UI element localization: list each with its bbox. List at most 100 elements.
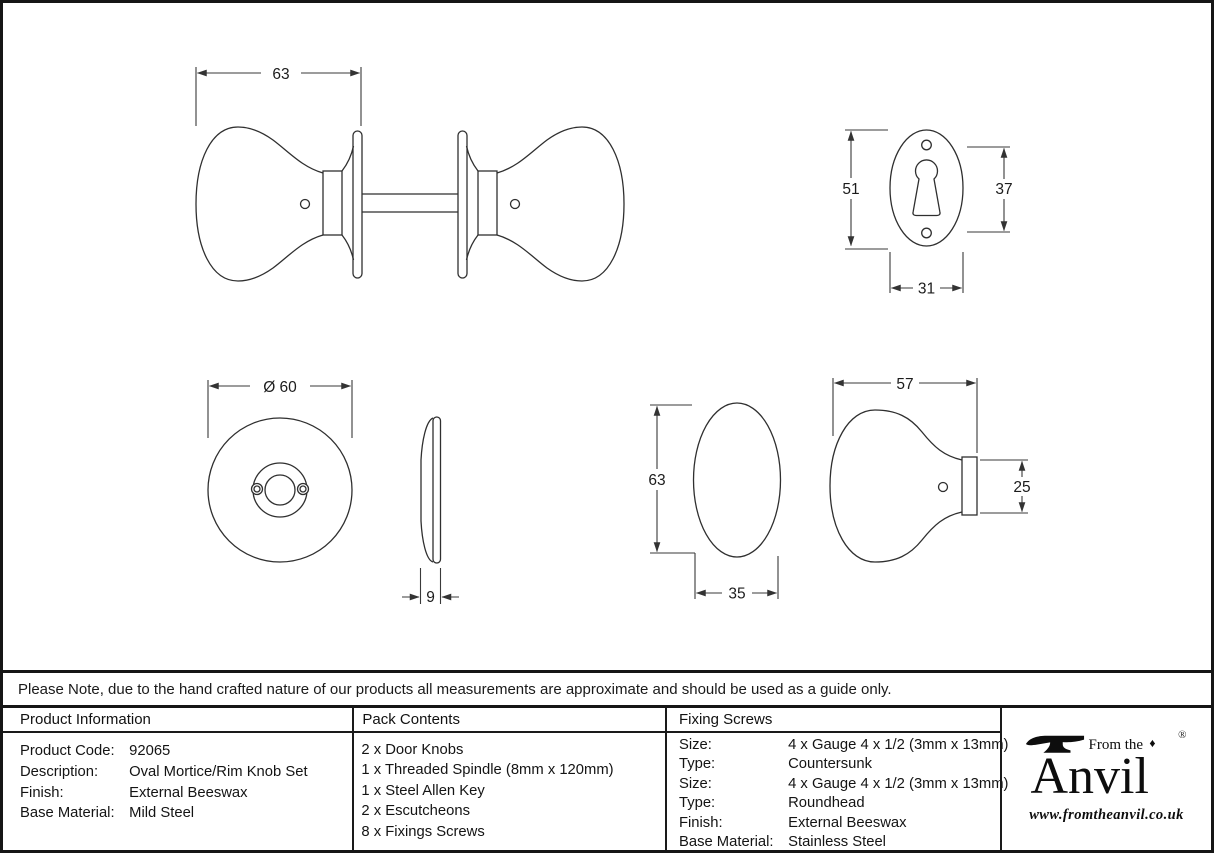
fixing-screws-cell: Fixing Screws Size: 4 x Gauge 4 x 1/2 (3… xyxy=(664,708,1009,851)
drawing-knob-pair-side-view xyxy=(195,126,625,282)
right-rose-plate xyxy=(457,130,468,279)
list-item: 2 x Door Knobs xyxy=(361,742,464,758)
product-information-header: Product Information xyxy=(3,708,353,733)
finish-value: External Beeswax xyxy=(129,784,248,801)
diamond-icon: ♦ xyxy=(1149,736,1156,750)
rose-left-screw-hole xyxy=(253,485,261,493)
rose-right-screw-hole xyxy=(299,485,307,493)
technical-drawings: 63 51 37 31 xyxy=(195,63,1034,606)
measurement-note-bar: Please Note, due to the hand crafted nat… xyxy=(3,670,1211,708)
brand-prefix: From the xyxy=(1088,737,1144,753)
table-row: Base Material: Mild Steel xyxy=(20,803,352,824)
anvil-icon xyxy=(1026,735,1085,753)
dim-label-knob-face-width: 35 xyxy=(728,586,745,603)
list-item: 8 x Fixings Screws xyxy=(361,823,485,840)
screw-type-2-value: Roundhead xyxy=(788,795,865,812)
drawing-rose-profile xyxy=(420,416,442,564)
dim-label-knob-pair-width: 63 xyxy=(272,66,289,83)
table-row: Size: 4 x Gauge 4 x 1/2 (3mm x 13mm) xyxy=(679,775,1009,794)
list-item: 1 x Steel Allen Key xyxy=(361,782,485,799)
escutcheon-top-screw-hole xyxy=(921,139,932,151)
base-material-value: Mild Steel xyxy=(129,805,195,822)
table-row: Type: Roundhead xyxy=(679,794,1000,813)
fixing-screws-header: Fixing Screws xyxy=(666,708,1000,733)
escutcheon-bottom-screw-hole xyxy=(921,227,932,239)
keyhole xyxy=(912,159,941,217)
list-item: 2 x Escutcheons xyxy=(361,803,470,820)
knob-side-collar xyxy=(961,456,978,516)
description-value: Oval Mortice/Rim Knob Set xyxy=(129,763,308,780)
right-knob-outline xyxy=(496,126,625,282)
table-row: Type: Countersunk xyxy=(679,755,1000,774)
rose-outer-circle xyxy=(207,417,353,563)
right-knob-collar xyxy=(477,170,498,236)
drawing-knob-face xyxy=(692,402,782,558)
escutcheon-oval xyxy=(889,129,964,247)
brand-website: www.fromtheanvil.co.uk xyxy=(1029,807,1184,823)
table-row: Description: Oval Mortice/Rim Knob Set xyxy=(20,762,352,783)
drawing-knob-side xyxy=(829,409,978,563)
product-code-label: Product Code: xyxy=(20,743,115,759)
rose-profile-curve xyxy=(420,417,434,563)
dim-label-rose-diameter: Ø 60 xyxy=(263,379,297,396)
screw-finish-label: Finish: xyxy=(678,814,723,831)
table-row: Base Material: Stainless Steel xyxy=(678,833,1000,851)
product-code-value: 92065 xyxy=(129,743,171,759)
dim-label-knob-face-height: 63 xyxy=(648,472,665,489)
left-rose-plate xyxy=(352,130,363,279)
registered-trademark-symbol: ® xyxy=(1178,729,1187,741)
left-knob-collar xyxy=(322,170,343,236)
rose-spindle-hole xyxy=(264,474,296,506)
product-information-cell: Product Information Product Code: 92065 … xyxy=(3,708,353,850)
pack-contents-cell: Pack Contents 2 x Door Knobs 1 x Threade… xyxy=(352,708,665,850)
brand-logo-cell: From the ♦ ® Anvil www.fromtheanvil.co.u… xyxy=(999,708,1211,850)
screw-type-2-label: Type: xyxy=(678,795,716,812)
rose-right-screw-lug xyxy=(296,482,310,496)
fixing-screws-body: Size: 4 x Gauge 4 x 1/2 (3mm x 13mm) Typ… xyxy=(667,733,1009,851)
pack-contents-header: Pack Contents xyxy=(354,708,665,733)
dim-knob-pair-width: 63 xyxy=(195,63,362,126)
table-row: Product Code: 92065 xyxy=(20,741,352,762)
dim-label-knob-side-collar: 25 xyxy=(1013,479,1030,496)
knob-side-outline xyxy=(829,409,963,563)
dim-escutcheon: 51 37 31 xyxy=(839,129,1016,298)
left-rose-flare-top xyxy=(341,145,355,172)
measurement-note-text: Please Note, due to the hand crafted nat… xyxy=(18,680,892,698)
screw-size-value: 4 x Gauge 4 x 1/2 (3mm x 13mm) xyxy=(788,737,1009,753)
dim-label-rose-thickness: 9 xyxy=(426,589,435,606)
base-material-label: Base Material: xyxy=(20,805,115,822)
right-rose-flare-top xyxy=(465,145,479,172)
dim-label-escutcheon-height: 51 xyxy=(842,181,859,198)
rose-left-screw-lug xyxy=(250,482,264,496)
table-row: Finish: External Beeswax xyxy=(679,814,1000,833)
dim-rose-thickness: 9 xyxy=(402,568,459,606)
list-item: 1 x Threaded Spindle (8mm x 120mm) xyxy=(361,762,614,779)
dim-label-escutcheon-hole-spacing: 37 xyxy=(995,181,1012,198)
table-row: Finish: External Beeswax xyxy=(20,783,352,804)
right-rose-flare-bottom xyxy=(465,234,479,261)
knob-side-grub-screw-hole xyxy=(937,481,949,493)
left-grub-screw-hole xyxy=(299,198,311,210)
screw-type-value: Countersunk xyxy=(788,756,872,773)
left-knob-outline xyxy=(195,126,324,282)
screw-base-material-value: Stainless Steel xyxy=(788,834,886,851)
rose-profile-face xyxy=(432,416,442,564)
right-grub-screw-hole xyxy=(509,198,521,210)
dim-rose-diameter: Ø 60 xyxy=(207,376,353,438)
dim-label-escutcheon-width: 31 xyxy=(918,281,935,298)
brand-name: Anvil xyxy=(1030,748,1149,805)
screw-size-label: Size: xyxy=(678,737,712,753)
dim-label-knob-side-projection: 57 xyxy=(896,376,913,393)
drawing-escutcheon-face xyxy=(889,129,964,247)
description-label: Description: xyxy=(20,763,99,780)
screw-base-material-label: Base Material: xyxy=(678,834,774,851)
brand-lockup: From the ♦ ® Anvil xyxy=(1026,729,1186,805)
spec-table: Product Information Product Code: 92065 … xyxy=(3,708,1211,850)
finish-label: Finish: xyxy=(20,784,64,801)
knob-face-oval xyxy=(692,402,782,558)
product-information-body: Product Code: 92065 Description: Oval Mo… xyxy=(3,733,352,824)
dim-knob-side: 57 25 xyxy=(832,373,1034,514)
left-rose-flare-bottom xyxy=(341,234,355,261)
screw-finish-value: External Beeswax xyxy=(788,814,907,831)
